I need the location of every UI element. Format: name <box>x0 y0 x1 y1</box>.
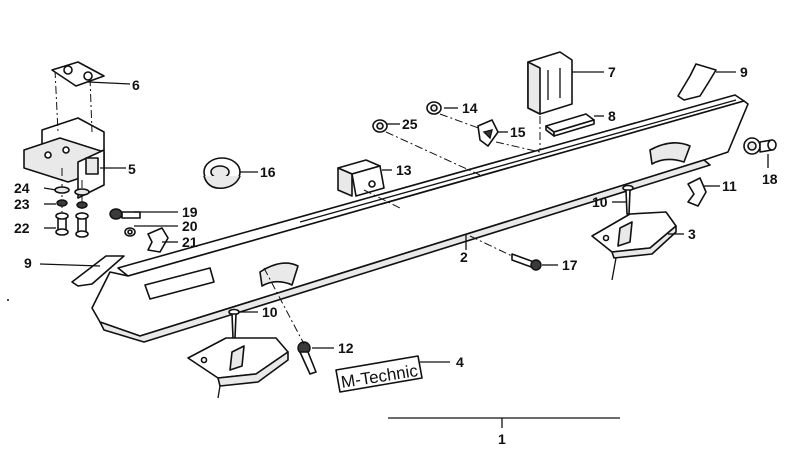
trim-part-9-right <box>677 63 717 101</box>
bracket-part-7 <box>527 51 573 115</box>
callout-11: 11 <box>722 178 737 194</box>
callout-17: 17 <box>562 257 578 273</box>
callout-25: 25 <box>402 116 418 132</box>
side-skirt <box>91 94 749 343</box>
callout-20: 20 <box>182 218 198 234</box>
callout-24: 24 <box>14 180 30 196</box>
callout-18: 18 <box>762 171 778 187</box>
callout-5: 5 <box>128 161 136 177</box>
callout-13: 13 <box>396 162 412 178</box>
screw-part-10-left <box>228 308 240 339</box>
plate-part-6 <box>51 61 105 87</box>
grommet-part-16 <box>203 157 241 190</box>
callout-10-left: 10 <box>262 304 278 320</box>
nut-part-14 <box>426 101 442 115</box>
callout-6: 6 <box>132 77 140 93</box>
fasteners-22-24 <box>54 186 90 238</box>
callout-4: 4 <box>456 354 464 370</box>
callout-3: 3 <box>688 226 696 242</box>
callout-15: 15 <box>510 124 526 140</box>
callout-2: 2 <box>460 249 468 265</box>
endcap-part-3 <box>591 211 677 259</box>
fasteners-19-21 <box>109 208 169 253</box>
trim-part-9-left <box>71 255 125 287</box>
block-part-13 <box>337 159 385 197</box>
bracket-part-5 <box>23 117 105 199</box>
callout-14: 14 <box>462 100 478 116</box>
clip-part-15 <box>477 119 499 147</box>
rivet-part-12 <box>297 341 317 375</box>
screw-part-17 <box>511 253 542 271</box>
callout-19: 19 <box>182 204 198 220</box>
badge-part-4: M-Technic <box>335 355 423 393</box>
callout-9-left: 9 <box>24 255 32 271</box>
callout-23: 23 <box>14 196 30 212</box>
callout-1: 1 <box>498 431 506 447</box>
bolt-part-18 <box>743 137 777 155</box>
clip-part-8 <box>545 113 595 137</box>
callout-numbers: 6 5 24 23 22 9 19 20 21 16 13 14 25 15 7… <box>14 64 778 447</box>
callout-12: 12 <box>338 340 354 356</box>
callout-16: 16 <box>260 164 276 180</box>
clip-part-11 <box>687 177 707 207</box>
callout-10-right: 10 <box>592 194 608 210</box>
screw-part-10-right <box>622 184 634 215</box>
callout-22: 22 <box>14 220 30 236</box>
callout-21: 21 <box>182 234 198 250</box>
stray-dot <box>7 299 9 301</box>
plug-part-25 <box>372 119 388 133</box>
callout-9-right: 9 <box>740 64 748 80</box>
callout-7: 7 <box>608 64 616 80</box>
callout-8: 8 <box>608 108 616 124</box>
leader-lines <box>39 71 769 363</box>
endcap-left <box>187 337 289 387</box>
